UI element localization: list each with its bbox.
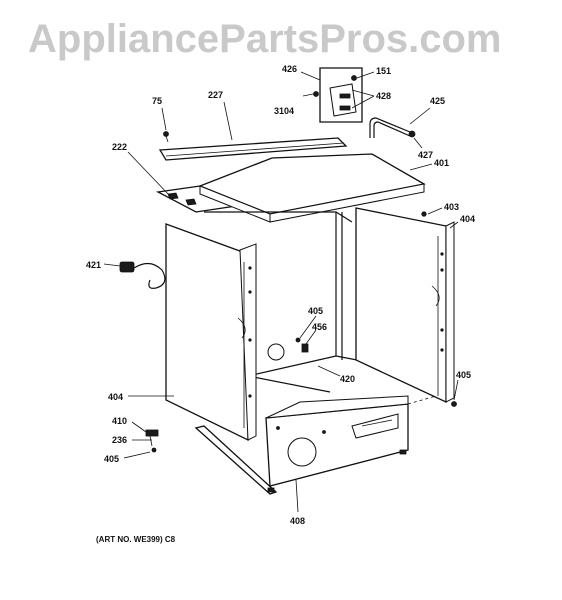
art-number-label: (ART NO. WE399) C8 <box>96 535 176 544</box>
callout-75: 75 <box>152 96 162 106</box>
bracket-222 <box>155 185 238 213</box>
power-cord-421 <box>119 261 166 289</box>
callout-227: 227 <box>208 90 223 100</box>
callout-420: 420 <box>340 374 355 384</box>
rod-part-425 <box>369 117 416 138</box>
right-side-panel-404 <box>355 207 455 404</box>
callout-236: 236 <box>112 435 127 445</box>
hinge-bracket-assembly <box>302 67 363 123</box>
callout-3104: 3104 <box>274 106 294 116</box>
top-strip-227 <box>158 137 348 161</box>
callout-401: 401 <box>434 158 449 168</box>
callout-426: 426 <box>282 64 297 74</box>
screw-75 <box>163 131 169 143</box>
callout-421: 421 <box>86 260 101 270</box>
callout-408: 408 <box>290 516 305 526</box>
callout-151: 151 <box>376 66 391 76</box>
callout-405-left: 405 <box>104 454 119 464</box>
left-side-panel-404 <box>165 223 257 442</box>
callout-428: 428 <box>376 91 391 101</box>
callout-403: 403 <box>444 202 459 212</box>
callout-404-left: 404 <box>108 392 123 402</box>
callout-425: 425 <box>430 96 445 106</box>
callout-456: 456 <box>312 322 327 332</box>
callout-410: 410 <box>112 416 127 426</box>
base-frame-408 <box>194 395 437 495</box>
callout-427: 427 <box>418 150 433 160</box>
callout-405-right: 405 <box>456 370 471 380</box>
callout-405-mid: 405 <box>308 306 323 316</box>
leader-lines <box>103 71 459 513</box>
callout-404-right: 404 <box>460 214 475 224</box>
part-callouts: 426 151 428 3104 425 75 227 427 222 401 … <box>86 64 475 526</box>
callout-222: 222 <box>112 142 127 152</box>
leveling-foot-410 <box>145 401 457 453</box>
watermark-text: AppliancePartsPros.com <box>28 17 502 61</box>
